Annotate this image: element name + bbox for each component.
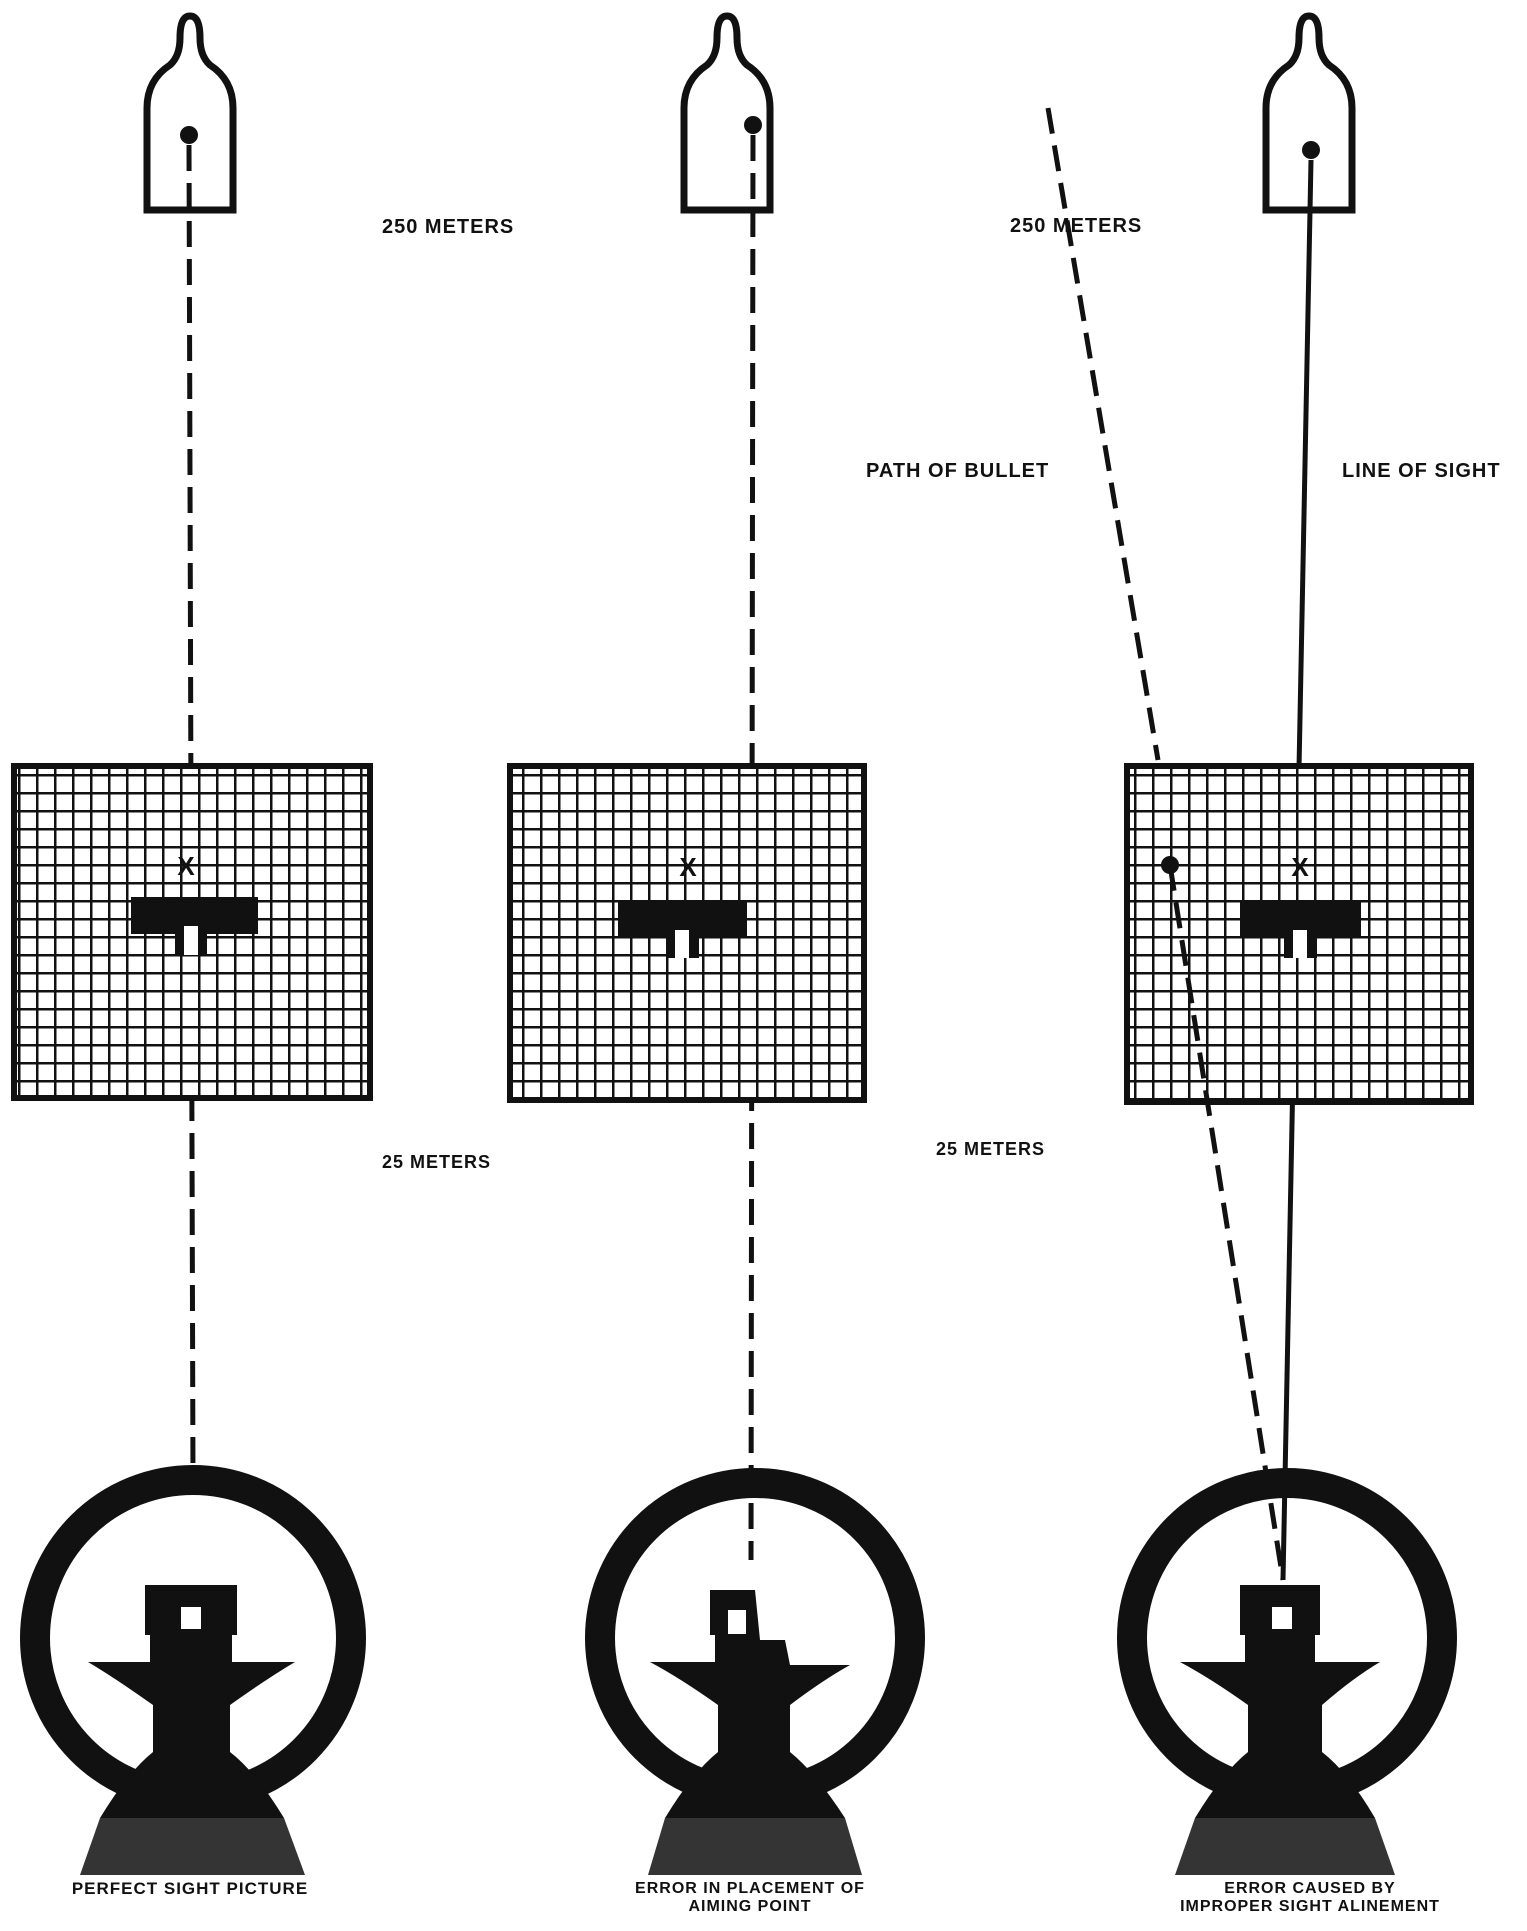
aim-mark-3: X — [1291, 852, 1309, 882]
silhouette-target-3 — [1262, 12, 1356, 214]
distance-label-250-left: 250 METERS — [382, 216, 515, 238]
silhouette-on-grid-2 — [618, 900, 747, 958]
line-of-sight-label: LINE OF SIGHT — [1342, 460, 1501, 482]
distance-label-250-right: 250 METERS — [1010, 215, 1143, 237]
caption-panel-1: PERFECT SIGHT PICTURE — [20, 1879, 360, 1899]
path-of-bullet-lower — [1167, 864, 1286, 1581]
distance-label-25-left: 25 METERS — [382, 1152, 492, 1172]
line-of-sight-2 — [748, 134, 756, 1561]
aim-mark-2: X — [679, 852, 697, 882]
silhouette-on-grid-3 — [1240, 900, 1361, 958]
caption-panel-2-line1: ERROR IN PLACEMENT OF — [635, 1880, 865, 1897]
caption-panel-2: ERROR IN PLACEMENT OF AIMING POINT — [560, 1880, 940, 1915]
caption-panel-1-text: PERFECT SIGHT PICTURE — [71, 1879, 309, 1898]
aiming-point-3 — [1302, 141, 1320, 159]
distance-label-25-right: 25 METERS — [936, 1139, 1046, 1159]
caption-panel-3: ERROR CAUSED BY IMPROPER SIGHT ALINEMENT — [1120, 1880, 1500, 1915]
aiming-point-1 — [180, 126, 198, 144]
panel-error-aiming-point — [507, 12, 925, 1875]
panel-error-sight-alinement — [1045, 12, 1474, 1875]
front-sight-1 — [20, 1465, 366, 1875]
aim-mark-1: X — [177, 851, 195, 881]
bullet-impact-3 — [1161, 856, 1179, 874]
silhouette-target-2 — [680, 12, 774, 214]
silhouette-on-grid-1 — [131, 897, 258, 955]
front-sight-2 — [585, 1468, 925, 1875]
caption-panel-2-line2: AIMING POINT — [688, 1897, 812, 1915]
aiming-point-2 — [744, 116, 762, 134]
front-sight-3 — [1117, 1468, 1457, 1875]
caption-panel-3-line1: ERROR CAUSED BY — [1224, 1880, 1396, 1897]
silhouette-target-1 — [143, 12, 237, 214]
path-of-bullet-upper — [1045, 107, 1161, 761]
caption-panel-3-line2: IMPROPER SIGHT ALINEMENT — [1180, 1897, 1440, 1915]
path-of-bullet-label: PATH OF BULLET — [866, 460, 1050, 482]
panel-perfect-sight-picture — [11, 12, 373, 1875]
